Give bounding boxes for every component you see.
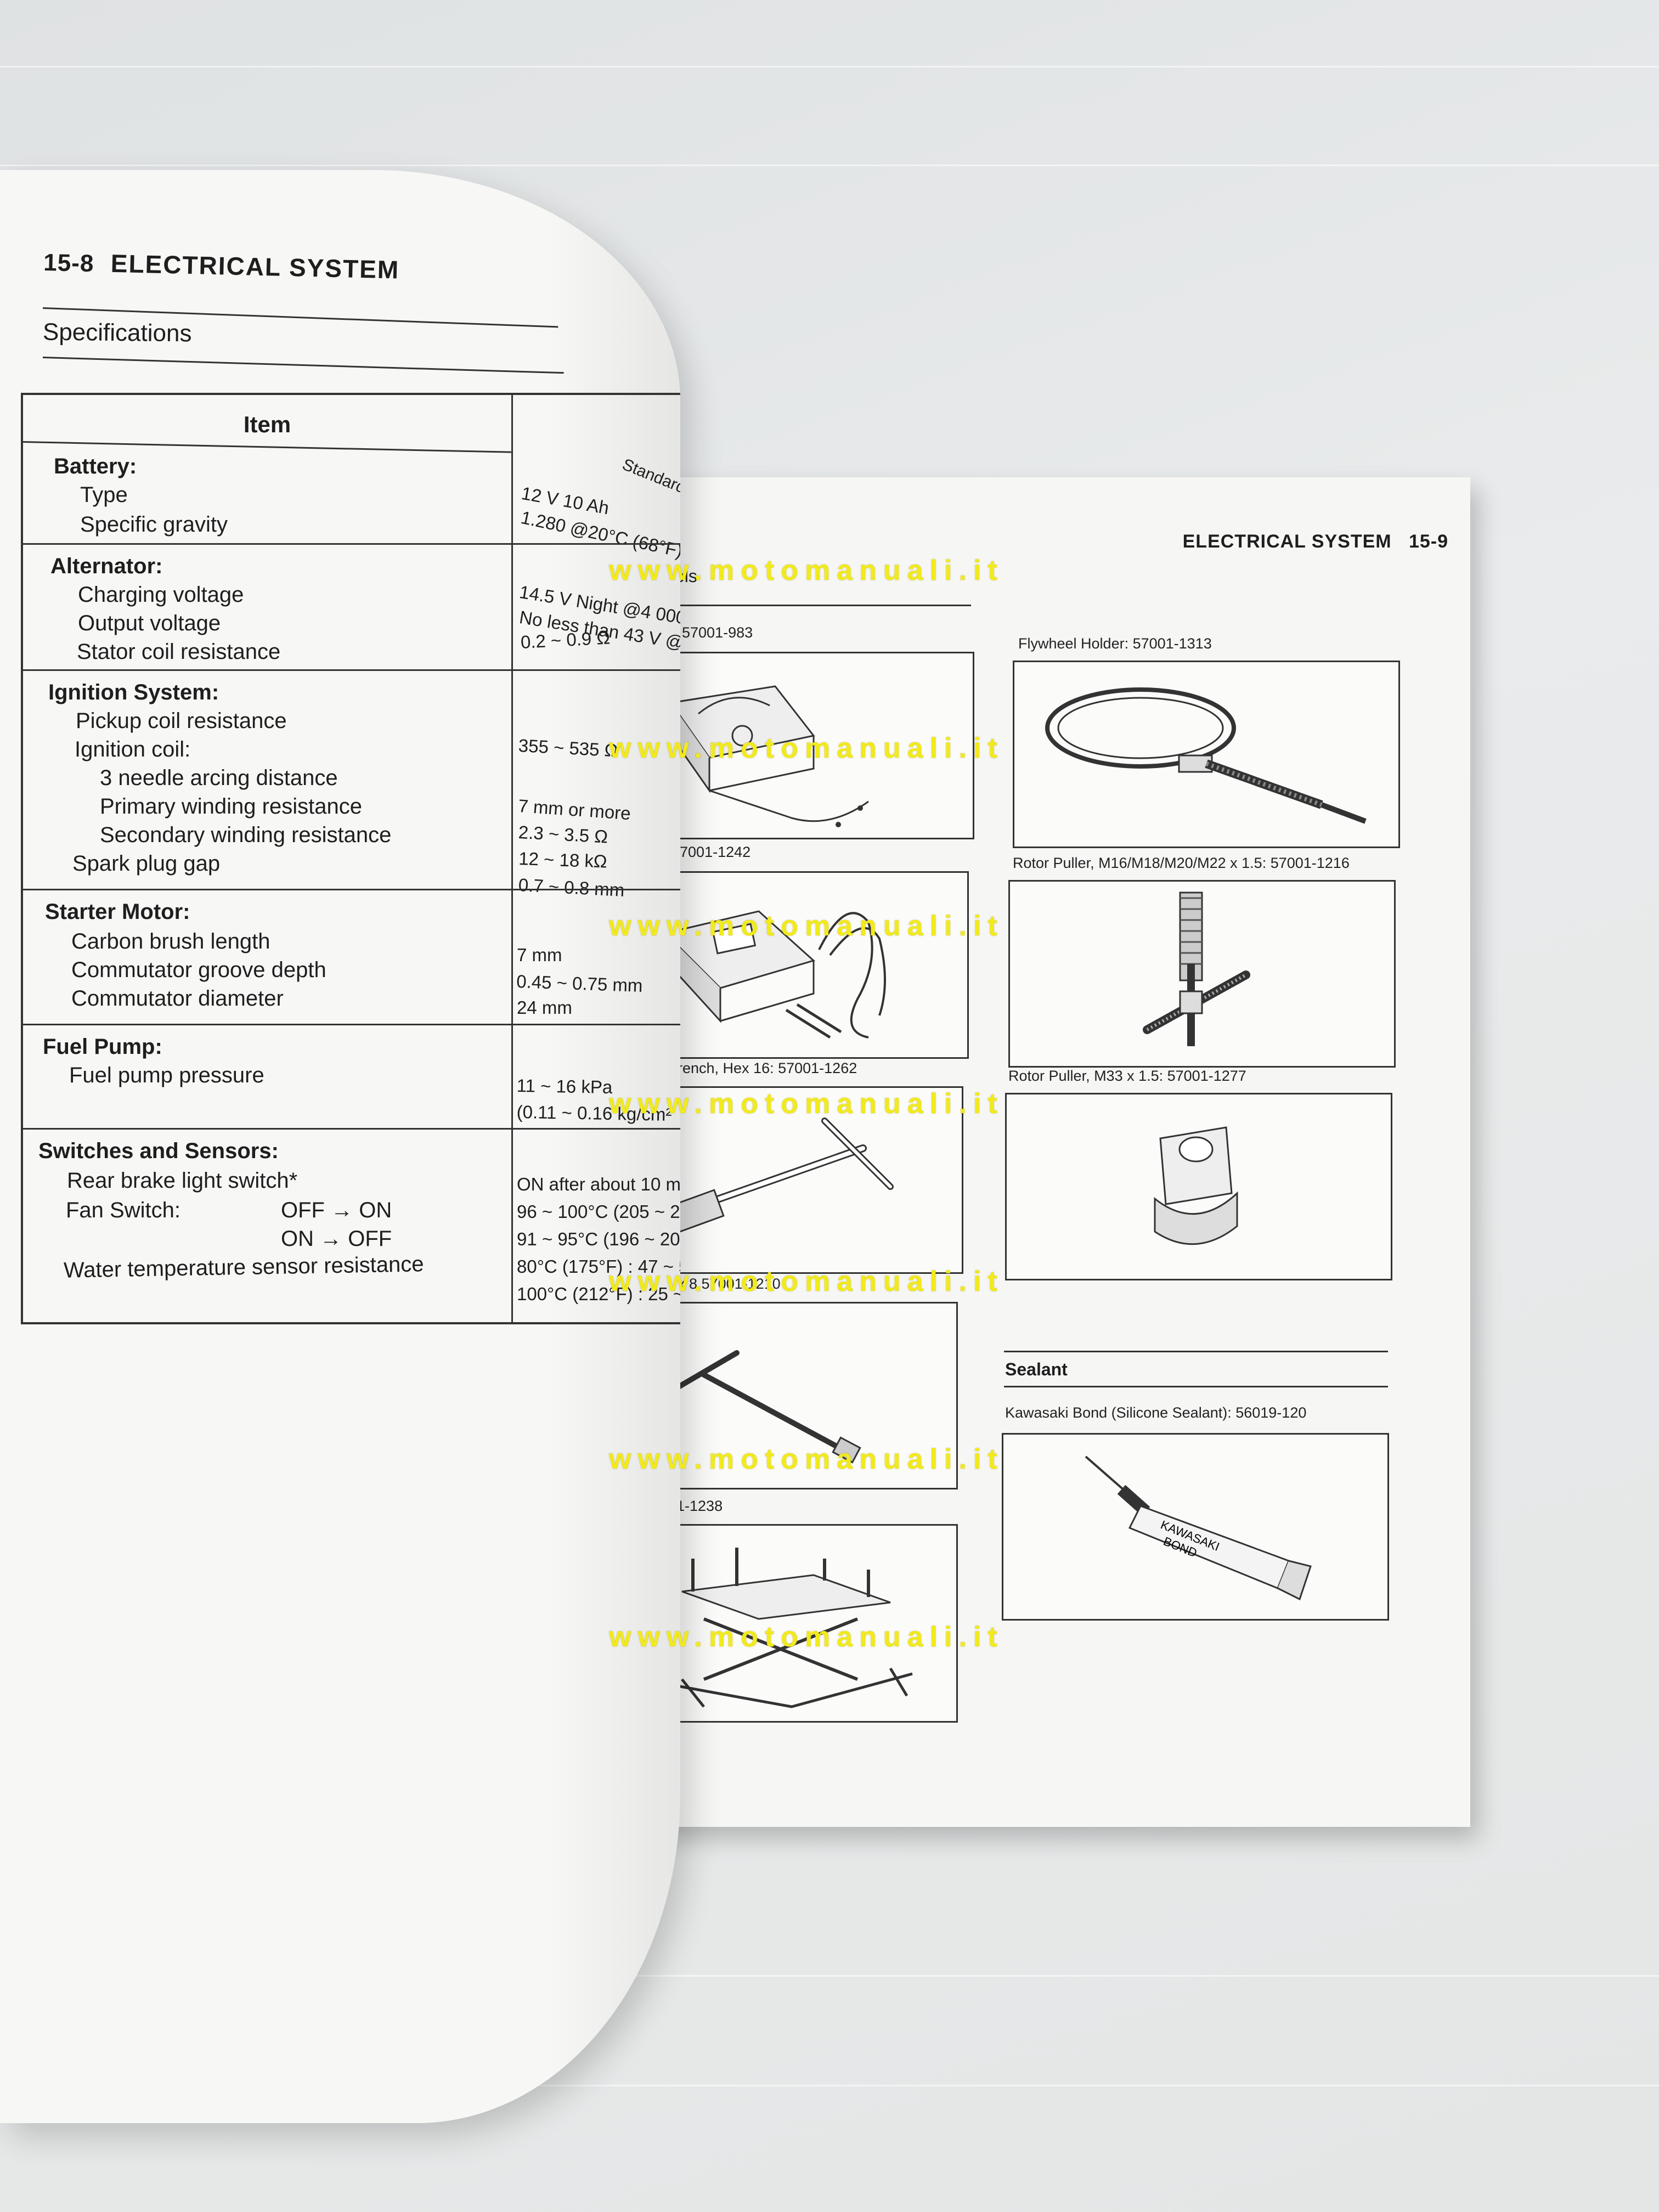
item-value: ON after about 10 mm pedal [517,1174,680,1194]
page-curl-shade [549,170,680,2123]
tool-caption: ex 8 57001-1210 [669,1276,781,1292]
watermark: www.motomanuali.it [609,732,1004,764]
item-label: Pickup coil resistance [76,709,287,733]
background-line [0,2085,1659,2086]
right-page-number: 15-9 [1408,531,1448,552]
group-heading: Fuel Pump: [43,1035,162,1059]
sealant-caption: Kawasaki Bond (Silicone Sealant): 56019-… [1005,1404,1307,1421]
item-value: 100°C (212°F) : 25 ~ 30 [517,1284,680,1304]
watermark: www.motomanuali.it [609,910,1004,942]
tool-caption: Flywheel Holder: 57001-1313 [1018,635,1212,652]
item-value: 2.3 ~ 3.5 Ω [518,822,608,847]
specifications-table: Item Standard Battery: Type Specific gra… [21,393,680,1324]
row-rule [23,1024,680,1025]
item-label: Rear brake light switch* [67,1169,298,1193]
item-column-header: Item [243,411,291,437]
group-heading: Battery: [54,454,137,478]
row-rule [23,669,680,671]
jack-icon [647,1524,958,1723]
standard-column-header: Standard [619,455,680,498]
item-value: 0.2 ~ 0.9 Ω [520,627,611,652]
sealant-title: Sealant [1005,1359,1068,1379]
left-page-number: 15-8 [43,249,94,278]
tool-caption: : 57001-983 [674,624,753,641]
item-label: Type [80,483,128,507]
right-page: ELECTRICAL SYSTEM 15-9 ols : 57001-983 5… [647,477,1470,1827]
item-label: Fuel pump pressure [69,1063,264,1087]
background-line [0,165,1659,166]
tool-caption: Rotor Puller, M16/M18/M20/M22 x 1.5: 570… [1013,855,1350,871]
rotor-puller-icon [1008,880,1396,1068]
tool-caption: Wrench, Hex 16: 57001-1262 [664,1060,857,1076]
rotor-puller-m33-icon [1005,1093,1392,1280]
tool-caption: 57001-1242 [672,844,751,860]
left-page-header: 15-8 ELECTRICAL SYSTEM [43,247,400,285]
item-value: 11 ~ 16 kPa [516,1075,613,1098]
column-separator [511,395,513,1322]
item-label: OFF → ON [281,1198,392,1222]
tools-section-rule [647,605,971,606]
item-value: 7 mm [517,945,562,965]
item-value: 7 mm or more [517,795,631,824]
row-rule [23,1128,680,1130]
hex-wrench-icon [647,1302,958,1489]
hand-tester-icon [647,871,969,1059]
left-page: 15-8 ELECTRICAL SYSTEM Specifications It… [0,170,680,2123]
item-value: 91 ~ 95°C (196 ~ 203° [517,1229,680,1249]
group-heading: Switches and Sensors: [38,1139,279,1163]
watermark: www.motomanuali.it [609,1266,1004,1297]
section-title: Specifications [42,318,192,347]
item-label: Fan Switch: [66,1198,180,1222]
sealant-rule-top [1004,1351,1388,1352]
item-label: Commutator diameter [71,986,284,1011]
item-label: Ignition coil: [75,737,191,761]
row-rule [23,889,680,890]
item-label: 3 needle arcing distance [100,766,338,790]
item-label: Stator coil resistance [77,640,281,664]
group-heading: Ignition System: [48,680,219,704]
silicone-tube-icon: KAWASAKI BOND [1002,1433,1389,1621]
item-label: Commutator groove depth [71,958,326,982]
t-wrench-icon [647,1086,963,1274]
item-label: Primary winding resistance [100,794,362,819]
item-value: 80°C (175°F) : 47 ~ 57 [517,1256,680,1277]
watermark: www.motomanuali.it [609,1621,1004,1653]
group-heading: Starter Motor: [45,900,190,924]
item-label: Output voltage [78,611,221,635]
left-chapter-title: ELECTRICAL SYSTEM [110,249,400,284]
row-rule [23,543,680,545]
watermark: www.motomanuali.it [609,555,1004,586]
tool-caption: Rotor Puller, M33 x 1.5: 57001-1277 [1008,1068,1246,1084]
group-heading: Alternator: [50,554,163,578]
tester-icon [647,652,974,839]
item-label: Water temperature sensor resistance [63,1252,424,1283]
flywheel-holder-icon [1013,661,1400,848]
header-row-rule [22,441,511,453]
item-label: ON → OFF [281,1227,392,1251]
item-label: Spark plug gap [72,851,221,876]
watermark: www.motomanuali.it [609,1443,1004,1475]
right-page-header: ELECTRICAL SYSTEM 15-9 [1130,531,1448,552]
item-label: Secondary winding resistance [100,823,392,847]
item-label: Specific gravity [80,512,228,537]
item-value: 96 ~ 100°C (205 ~ 212° [517,1201,680,1222]
sealant-rule-bottom [1004,1386,1388,1387]
item-value: 24 mm [517,997,572,1018]
background-line [0,1975,1659,1977]
item-label: Charging voltage [78,583,244,607]
item-label: Carbon brush length [71,929,270,953]
item-value: 0.7 ~ 0.8 mm [518,874,625,901]
watermark: www.motomanuali.it [609,1088,1004,1120]
item-value: 0.45 ~ 0.75 mm [516,971,644,996]
right-chapter-title: ELECTRICAL SYSTEM [1182,531,1392,552]
item-value: 355 ~ 535 Ω [518,735,619,761]
subtitle-rule [42,357,564,374]
background-line [0,66,1659,67]
item-value: 12 ~ 18 kΩ [518,848,608,872]
